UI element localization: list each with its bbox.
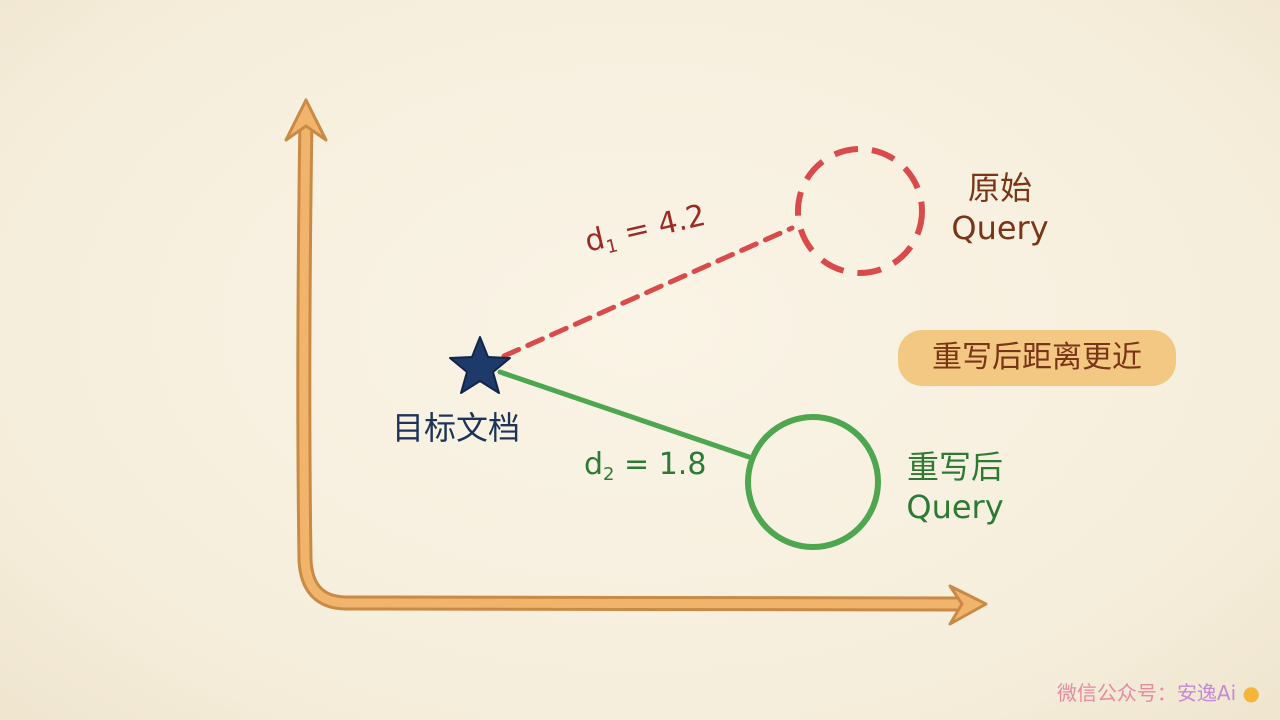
- star-icon: [449, 336, 511, 394]
- rewritten-query-label: 重写后 Query: [906, 448, 1004, 526]
- watermark-brand: 安逸Ai: [1176, 681, 1237, 705]
- watermark-prefix: 微信公众号：: [1056, 681, 1177, 705]
- distance-line-rewritten: [497, 369, 755, 461]
- y-axis: [296, 110, 968, 612]
- original-query-label: 原始 Query: [951, 169, 1049, 247]
- x-axis-arrowhead: [948, 584, 988, 626]
- y-axis-fill: [299, 113, 965, 609]
- distance-line-original: [501, 225, 795, 359]
- duck-icon: ●: [1242, 681, 1260, 705]
- watermark: 微信公众号：安逸Ai ●: [1057, 677, 1260, 706]
- closer-distance-badge: 重写后距离更近: [898, 330, 1176, 386]
- rewritten-query-circle: [745, 414, 881, 550]
- original-query-circle: [795, 146, 925, 276]
- y-axis-arrowhead: [284, 98, 328, 142]
- distance-label-rewritten: d2 = 1.8: [584, 447, 707, 485]
- target-document-label: 目标文档: [392, 409, 521, 447]
